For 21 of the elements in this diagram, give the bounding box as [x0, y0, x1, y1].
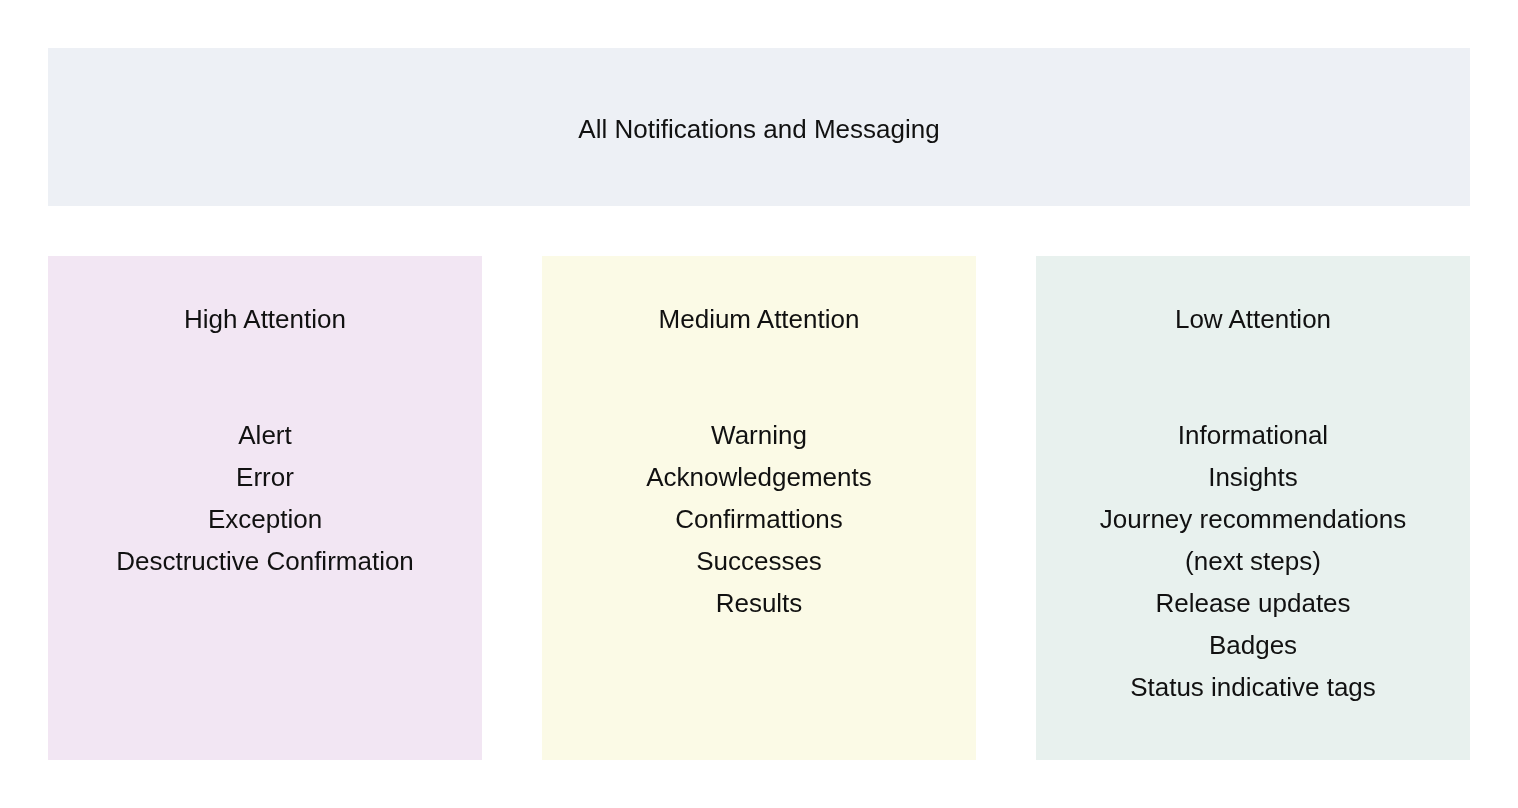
panel-heading: Low Attention	[1174, 304, 1332, 334]
category-panel	[542, 256, 976, 760]
notification-type: Acknowledgements	[646, 461, 872, 494]
notification-type: Confirmattions	[675, 503, 843, 536]
panel-heading: Medium Attention	[658, 304, 860, 334]
notification-type: Error	[236, 461, 294, 494]
notification-type: Warning	[711, 419, 807, 452]
panel-heading: All Notifications and Messaging	[578, 114, 940, 144]
panel-heading: High Attention	[184, 304, 346, 334]
notification-type: Badges	[1208, 629, 1298, 662]
notification-type: Informational	[1177, 419, 1329, 452]
notification-type: Exception	[207, 503, 323, 536]
notification-type: Alert	[238, 419, 292, 452]
notification-type: Insights	[1208, 461, 1298, 494]
notification-type: Status indicative tags	[1130, 671, 1376, 704]
category-panel	[48, 256, 482, 760]
notification-type: Successes	[696, 545, 822, 578]
notification-type: Results	[715, 587, 803, 620]
notification-type: Desctructive Confirmation	[116, 545, 414, 578]
notification-type: Release updates	[1155, 587, 1351, 620]
notification-type: Journey recommendations (next steps)	[1098, 503, 1408, 578]
